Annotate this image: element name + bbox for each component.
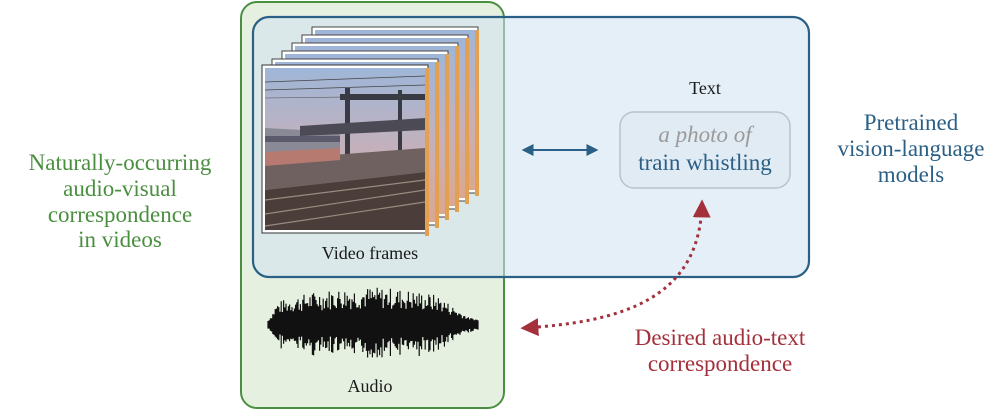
right-caption: Pretrained vision-language models xyxy=(820,110,1002,187)
audio-text-arrow xyxy=(520,199,711,337)
left-caption-line-4: in videos xyxy=(78,227,162,253)
right-caption-line-2: vision-language xyxy=(837,135,985,161)
desired-caption: Desired audio-text correspondence xyxy=(600,325,840,377)
video-frame-stack xyxy=(261,26,479,236)
left-caption: Naturally-occurring audio-visual corresp… xyxy=(6,150,234,253)
right-caption-line-3: models xyxy=(877,161,945,187)
right-caption-line-1: Pretrained xyxy=(863,110,959,135)
text-prompt-box xyxy=(619,111,791,189)
left-caption-line-3: correspondence xyxy=(47,201,193,227)
waveform-icon xyxy=(267,287,479,358)
video-frames-label: Video frames xyxy=(321,243,419,263)
desired-caption-line-1: Desired audio-text xyxy=(634,325,806,350)
prompt-prefix: a photo of xyxy=(658,122,752,147)
text-heading: Text xyxy=(689,78,721,98)
left-caption-line-1: Naturally-occurring xyxy=(28,150,212,175)
audio-label: Audio xyxy=(347,376,393,396)
left-caption-line-2: audio-visual xyxy=(63,175,177,201)
waveform-path xyxy=(267,287,479,358)
video-frame-front xyxy=(261,64,429,236)
desired-caption-line-2: correspondence xyxy=(647,350,793,376)
prompt-class: train whistling xyxy=(638,150,772,175)
